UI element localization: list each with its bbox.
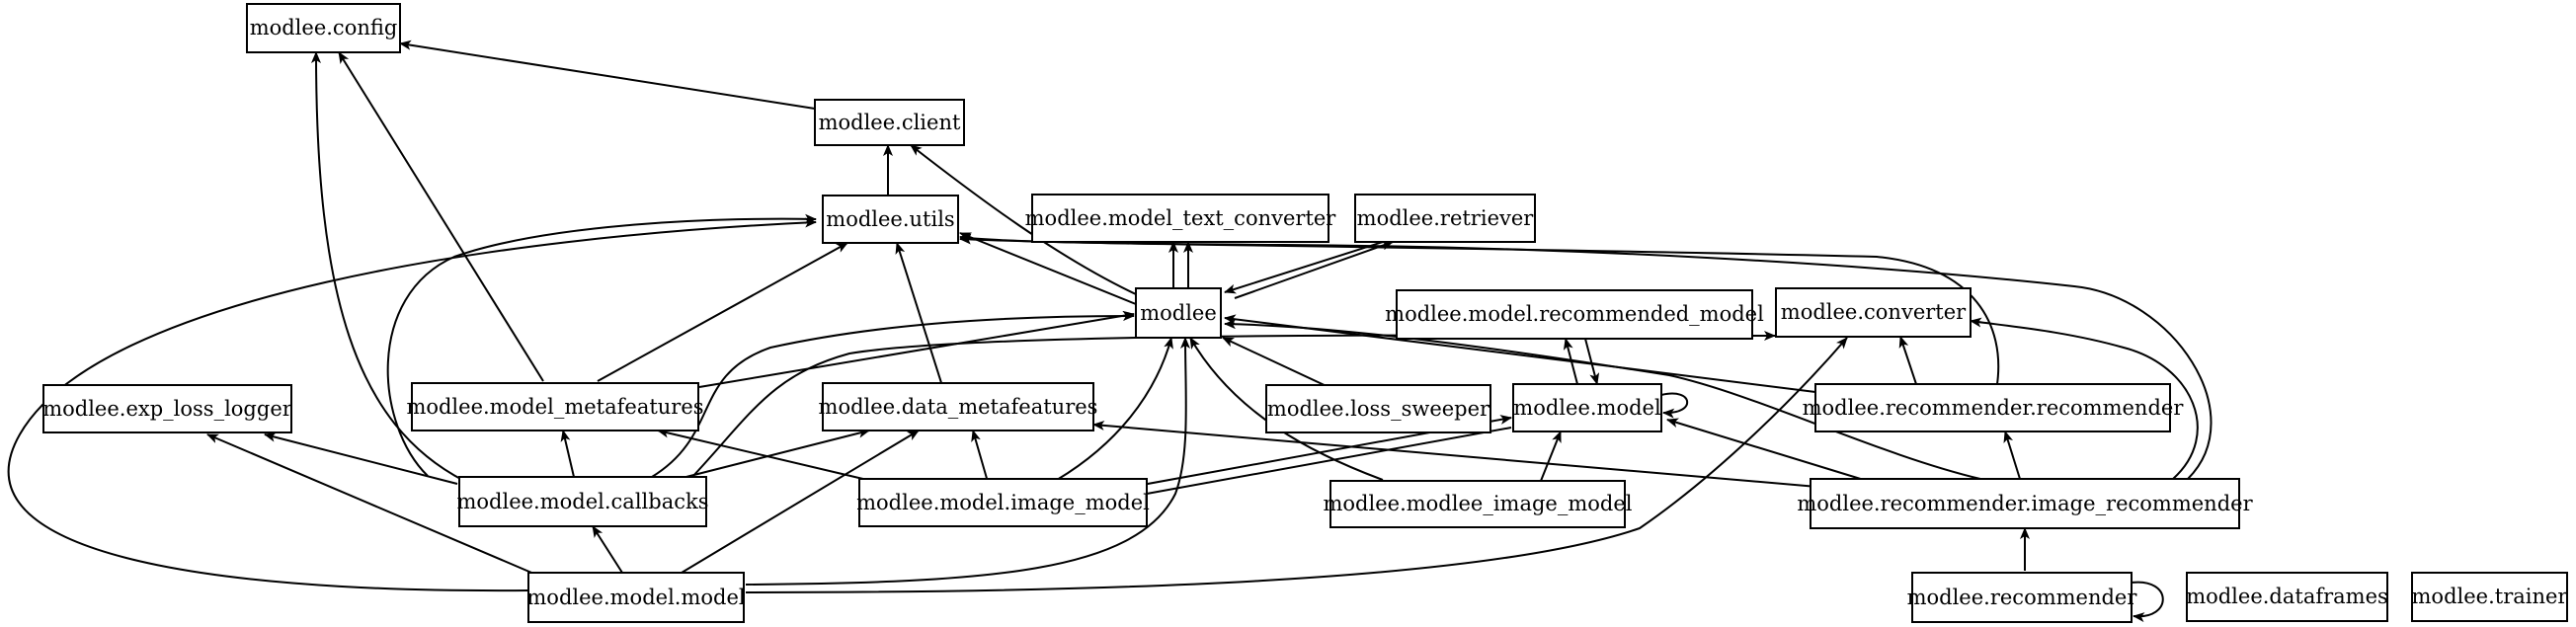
node-modleeimage-label: modlee.modlee_image_model bbox=[1324, 492, 1633, 515]
node-trainer[interactable]: modlee.trainer bbox=[2411, 572, 2569, 622]
node-datameta-label: modlee.data_metafeatures bbox=[819, 395, 1098, 419]
node-dataframes-label: modlee.dataframes bbox=[2186, 585, 2388, 608]
node-utils-label: modlee.utils bbox=[826, 207, 954, 231]
node-recrec[interactable]: modlee.recommender.recommender bbox=[1803, 383, 2185, 432]
node-converter-label: modlee.converter bbox=[1781, 300, 1967, 324]
edge-recommender-self bbox=[2131, 581, 2164, 623]
node-mtc[interactable]: modlee.model_text_converter bbox=[1025, 194, 1337, 243]
node-imagemodel-label: modlee.model.image_model bbox=[856, 491, 1150, 514]
node-imagemodel[interactable]: modlee.model.image_model bbox=[856, 478, 1150, 527]
node-config[interactable]: modlee.config bbox=[246, 3, 401, 53]
edge-recimage-recrec bbox=[2003, 431, 2021, 480]
node-losssweeper[interactable]: modlee.loss_sweeper bbox=[1265, 384, 1491, 433]
edge-recimage-utils bbox=[959, 233, 2213, 480]
node-mtc-label: modlee.model_text_converter bbox=[1025, 206, 1337, 230]
nodes: modlee.config modlee.client modlee.utils… bbox=[42, 3, 2569, 623]
edge-modelmodel-callbacks bbox=[592, 525, 623, 574]
edge-recimage-datameta bbox=[1092, 420, 1818, 488]
node-modelmodel-label: modlee.model.model bbox=[526, 586, 745, 609]
node-callbacks-label: modlee.model.callbacks bbox=[456, 490, 708, 513]
node-recimage[interactable]: modlee.recommender.image_recommender bbox=[1797, 478, 2254, 529]
node-exploss[interactable]: modlee.exp_loss_logger bbox=[42, 384, 293, 433]
node-exploss-label: modlee.exp_loss_logger bbox=[42, 397, 293, 421]
edge-recimage-model bbox=[1666, 418, 1878, 485]
node-recommender[interactable]: modlee.recommender bbox=[1907, 572, 2138, 623]
node-converter[interactable]: modlee.converter bbox=[1775, 287, 1972, 338]
node-modleeimage[interactable]: modlee.modlee_image_model bbox=[1324, 480, 1633, 528]
node-recimage-label: modlee.recommender.image_recommender bbox=[1797, 492, 2253, 515]
node-trainer-label: modlee.trainer bbox=[2412, 585, 2569, 608]
node-retriever-label: modlee.retriever bbox=[1357, 206, 1535, 230]
node-recmodel-label: modlee.model.recommended_model bbox=[1385, 302, 1764, 326]
node-client-label: modlee.client bbox=[819, 111, 961, 134]
node-recommender-label: modlee.recommender bbox=[1907, 586, 2138, 609]
edge-retriever-modlee bbox=[1224, 241, 1384, 294]
edge-callbacks-modelmeta bbox=[560, 430, 575, 478]
edge-recmodel-model bbox=[1584, 338, 1600, 385]
edge-modlee-utils bbox=[959, 232, 1137, 305]
node-recmodel[interactable]: modlee.model.recommended_model bbox=[1385, 289, 1764, 340]
edge-model-self bbox=[1660, 392, 1689, 419]
node-modelmeta[interactable]: modlee.model_metafeatures bbox=[406, 382, 704, 431]
edge-recimage-modlee bbox=[1224, 319, 1981, 480]
node-retriever[interactable]: modlee.retriever bbox=[1354, 194, 1536, 243]
node-modelmeta-label: modlee.model_metafeatures bbox=[406, 395, 703, 419]
edge-modelmodel-utils bbox=[7, 217, 817, 592]
edge-modlee-retriever bbox=[1234, 240, 1394, 299]
edge-losssweeper-modlee bbox=[1222, 337, 1329, 388]
edge-datameta-utils bbox=[895, 242, 944, 390]
edge-client-config bbox=[399, 39, 816, 110]
node-modlee[interactable]: modlee bbox=[1135, 287, 1222, 339]
edge-modelmeta-config bbox=[338, 51, 544, 382]
edge-recimage-converter bbox=[1970, 317, 2199, 480]
edge-modleeimage-model bbox=[1540, 431, 1562, 482]
node-model[interactable]: modlee.model bbox=[1512, 383, 1662, 432]
edge-model-imagemodel bbox=[1135, 427, 1512, 499]
node-modlee-label: modlee bbox=[1140, 301, 1217, 325]
edge-modelmodel-exploss bbox=[206, 433, 544, 579]
node-utils[interactable]: modlee.utils bbox=[822, 195, 959, 244]
edge-callbacks-exploss bbox=[264, 431, 458, 485]
node-callbacks[interactable]: modlee.model.callbacks bbox=[456, 476, 709, 527]
edge-modelmodel-modlee bbox=[745, 337, 1191, 586]
node-datameta[interactable]: modlee.data_metafeatures bbox=[819, 382, 1098, 431]
node-model-label: modlee.model bbox=[1513, 396, 1661, 420]
node-client[interactable]: modlee.client bbox=[814, 99, 965, 146]
edge-modlee-client bbox=[910, 144, 1137, 295]
edge-modelmeta-utils bbox=[597, 242, 848, 382]
node-dataframes[interactable]: modlee.dataframes bbox=[2186, 572, 2388, 622]
edge-imagemodel-modlee bbox=[1056, 337, 1173, 481]
edge-callbacks-config bbox=[311, 51, 465, 482]
edge-recrec-converter bbox=[1898, 336, 1917, 385]
edge-modelmeta-modlee bbox=[698, 310, 1135, 388]
node-config-label: modlee.config bbox=[250, 16, 398, 39]
edge-imagemodel-datameta bbox=[971, 430, 989, 483]
edge-modelmodel-datameta bbox=[681, 430, 920, 574]
node-recrec-label: modlee.recommender.recommender bbox=[1803, 396, 2185, 420]
node-losssweeper-label: modlee.loss_sweeper bbox=[1267, 397, 1490, 421]
edge-modelmodel-converter bbox=[745, 337, 1848, 593]
node-modelmodel[interactable]: modlee.model.model bbox=[526, 572, 746, 623]
